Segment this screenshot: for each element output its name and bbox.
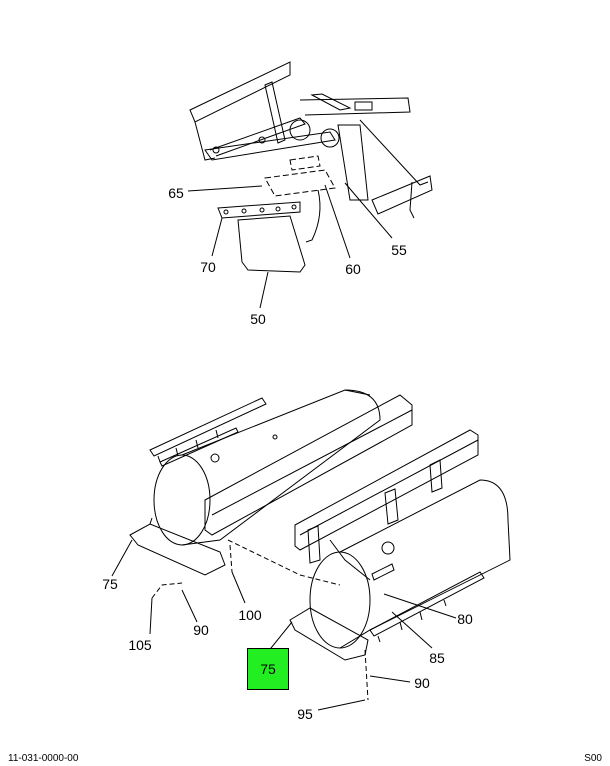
- mud-flap-lower-right: [289, 607, 369, 661]
- callout-75-highlighted[interactable]: 75: [247, 648, 289, 690]
- leader-lines-top: [187, 182, 393, 309]
- callout-90-left: 90: [193, 622, 209, 638]
- frame-rail-upper: [189, 61, 433, 219]
- fuel-tank-left: [153, 389, 381, 546]
- callout-105: 105: [128, 637, 152, 653]
- callout-65: 65: [168, 185, 184, 201]
- callout-50: 50: [250, 311, 266, 327]
- callout-55: 55: [391, 242, 407, 258]
- mud-flap: [217, 189, 321, 273]
- callout-90-right: 90: [414, 675, 430, 691]
- callout-75-left: 75: [102, 576, 118, 592]
- callout-85: 85: [429, 650, 445, 666]
- mounting-bracket-upper: [204, 81, 373, 201]
- frame-rail-right: [294, 429, 479, 551]
- callout-95: 95: [297, 706, 313, 722]
- footer-drawing-number: 11-031-0000-00: [8, 753, 79, 764]
- callout-70: 70: [200, 259, 216, 275]
- brackets-lower: [307, 459, 443, 581]
- step-assembly-right: [369, 563, 485, 643]
- mud-flap-bracket: [264, 155, 336, 197]
- callout-100: 100: [238, 607, 262, 623]
- callout-60: 60: [345, 261, 361, 277]
- footer-sheet-code: S00: [584, 753, 602, 764]
- mud-flap-lower-left: [129, 517, 226, 576]
- callout-80: 80: [457, 611, 473, 627]
- step-assembly-left: [149, 397, 267, 467]
- fuel-tank-right: [309, 479, 511, 649]
- hardware-dashed: [151, 539, 369, 701]
- frame-rail-left: [204, 394, 413, 536]
- leader-lines-bottom: [111, 539, 457, 711]
